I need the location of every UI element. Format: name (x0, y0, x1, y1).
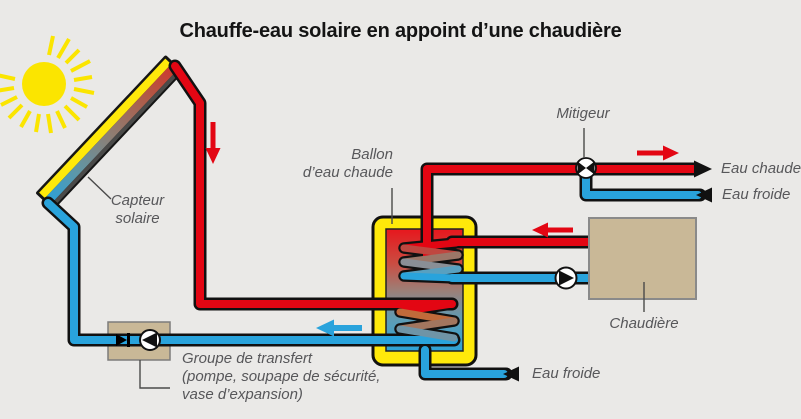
label-eau-froide-top: Eau froide (722, 186, 791, 203)
heat-exchanger-coils (396, 239, 462, 342)
label-eau-froide-bottom: Eau froide (532, 365, 601, 382)
mitigeur-valve-icon (575, 157, 597, 179)
label-mitigeur: Mitigeur (556, 105, 610, 122)
eau-froide-bottom-arrowhead (503, 366, 519, 382)
capteur-pointer-line (87, 176, 112, 200)
flow-arrow-right-red (637, 145, 679, 161)
label-lines (87, 128, 645, 389)
label-ballon: Ballon d’eau chaude (302, 146, 393, 181)
boiler-box (588, 217, 697, 300)
flow-arrows (205, 122, 679, 337)
label-chaudiere: Chaudière (609, 315, 679, 332)
cold-inlet-top-pipe (582, 170, 702, 199)
flow-arrow-down-red (205, 122, 221, 164)
label-groupe-transfert: Groupe de transfert (pompe, soupape de s… (182, 350, 381, 403)
pipe-arrowheads (503, 160, 712, 382)
check-valve-icon (116, 333, 130, 347)
eau-chaude-arrowhead (694, 160, 712, 178)
flow-arrow-left-blue (316, 319, 362, 337)
groupe-pointer-line (139, 360, 170, 389)
transfer-pump-icon (139, 329, 161, 351)
sun-icon (0, 35, 95, 134)
cold-inlet-bottom-pipe (421, 346, 508, 378)
hot-outlet-pipe (423, 165, 698, 262)
label-eau-chaude: Eau chaude (721, 160, 801, 177)
eau-froide-top-arrowhead (696, 187, 712, 203)
flow-arrow-left-red (532, 222, 573, 238)
diagram-title: Chauffe-eau solaire en appoint d’une cha… (179, 20, 622, 42)
solar-return-pipe (44, 199, 458, 344)
solar-hot-pipe (171, 62, 456, 308)
label-capteur-solaire: Capteur solaire (110, 192, 165, 227)
boiler-pump-icon (554, 266, 578, 290)
solar-collector (36, 55, 183, 210)
